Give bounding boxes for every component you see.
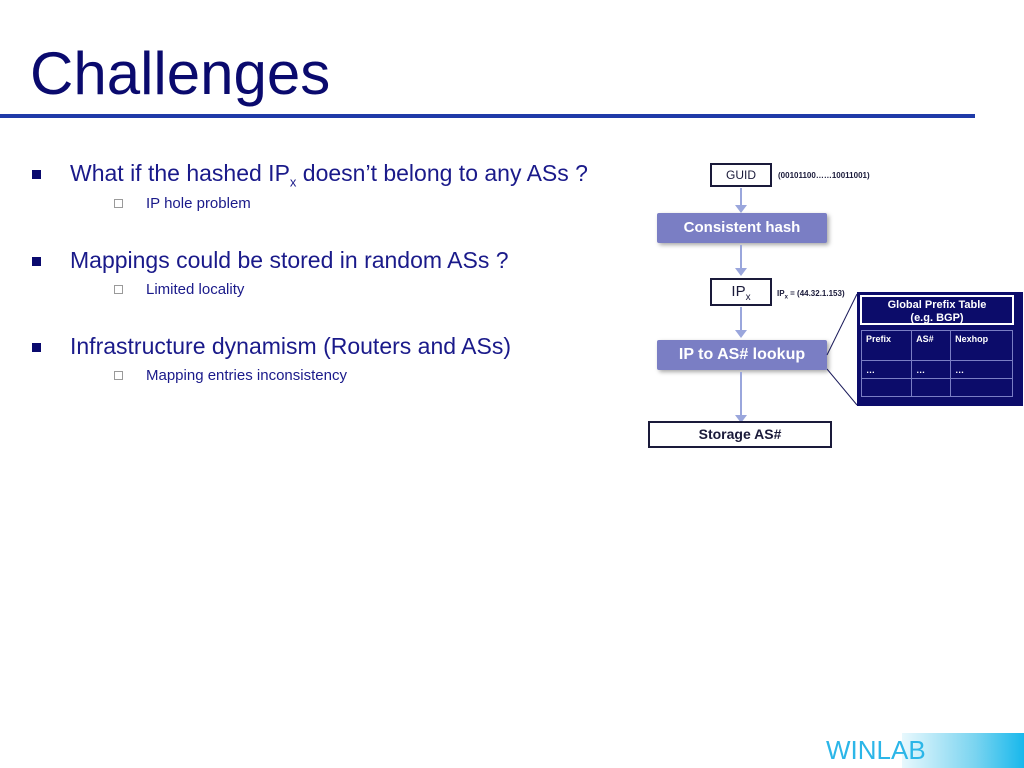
ipx-value: IPx = (44.32.1.153) [777,289,845,301]
logo-wave-graphic [902,733,1024,768]
logo-text: WINLAB [826,735,926,765]
column-header: AS# [911,330,952,361]
title-divider [0,114,975,118]
hollow-square-bullet-icon [114,285,123,294]
global-prefix-table: Global Prefix Table (e.g. BGP) Prefix AS… [857,292,1023,406]
table-row: … … … [860,360,1013,379]
table-title: Global Prefix Table (e.g. BGP) [860,295,1014,325]
arrow-line [740,372,742,418]
lookup-diagram: GUID (00101100……10011001) Consistent has… [640,155,1024,455]
storage-as-box: Storage AS# [648,421,832,448]
ipx-box: IPx [710,278,772,306]
arrow-line [740,188,742,206]
hollow-square-bullet-icon [114,199,123,208]
arrow-line [740,245,742,269]
consistent-hash-box: Consistent hash [657,213,827,243]
column-header: Prefix [860,330,913,361]
square-bullet-icon [32,170,41,179]
prefix-table-grid: Prefix AS# Nexhop … … … [860,330,1013,397]
table-row [860,378,1013,397]
arrow-down-icon [735,268,747,276]
callout-connector [826,293,858,406]
slide-title: Challenges [30,40,331,107]
winlab-logo: WINLAB [784,733,1024,768]
square-bullet-icon [32,343,41,352]
table-header-row: Prefix AS# Nexhop [860,330,1013,361]
arrow-line [740,307,742,331]
column-header: Nexhop [950,330,1013,361]
arrow-down-icon [735,205,747,213]
ip-to-as-lookup-box: IP to AS# lookup [657,340,827,370]
guid-box: GUID [710,163,772,187]
hollow-square-bullet-icon [114,371,123,380]
bullet-text: What if the hashed IPx doesn’t belong to… [70,160,588,190]
arrow-down-icon [735,415,747,423]
square-bullet-icon [32,257,41,266]
arrow-down-icon [735,330,747,338]
guid-value: (00101100……10011001) [778,171,870,180]
